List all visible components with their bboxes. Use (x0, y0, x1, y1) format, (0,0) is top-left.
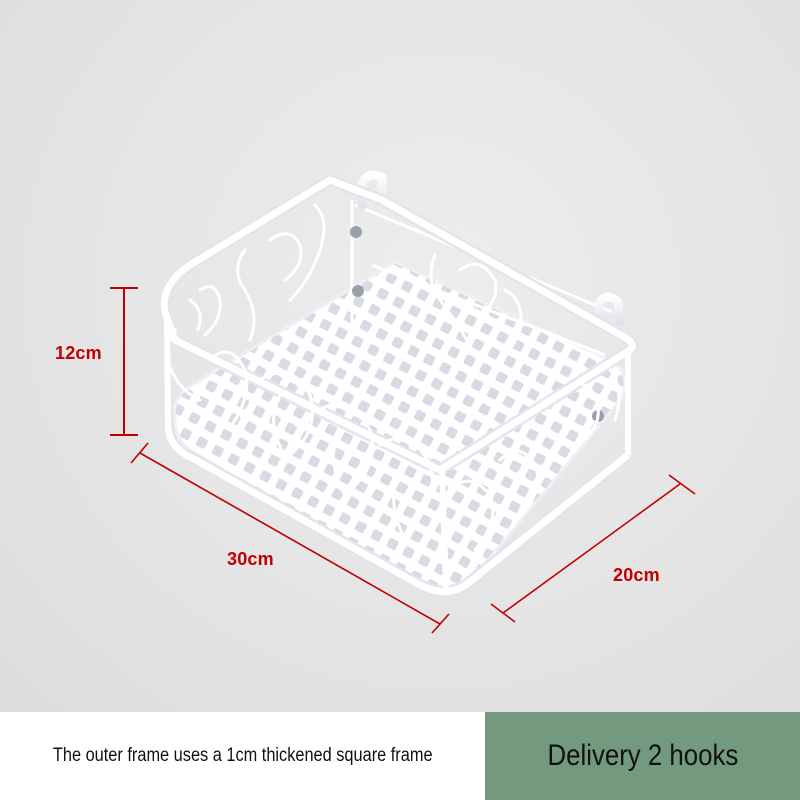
uprights (164, 314, 631, 591)
info-banner: The outer frame uses a 1cm thickened squ… (0, 712, 800, 800)
product-image-area: 12cm 30cm 20cm (0, 0, 800, 712)
frame-info-text: The outer frame uses a 1cm thickened squ… (52, 745, 433, 766)
width-label: 30cm (227, 549, 274, 569)
hooks (357, 170, 625, 327)
depth-dimension-line (490, 474, 696, 623)
top-rail (158, 174, 639, 476)
basket-illustration (110, 170, 696, 634)
frame-info-panel: The outer frame uses a 1cm thickened squ… (0, 712, 485, 800)
delivery-info-text: Delivery 2 hooks (547, 739, 738, 772)
decorative-wirework (165, 203, 621, 552)
depth-label: 20cm (613, 565, 660, 585)
delivery-info-panel: Delivery 2 hooks (485, 712, 800, 800)
width-dimension-line (130, 442, 450, 634)
height-dimension-line (110, 287, 138, 436)
height-label: 12cm (55, 343, 102, 363)
basket-floor (172, 260, 627, 596)
bottom-rail (162, 427, 632, 598)
